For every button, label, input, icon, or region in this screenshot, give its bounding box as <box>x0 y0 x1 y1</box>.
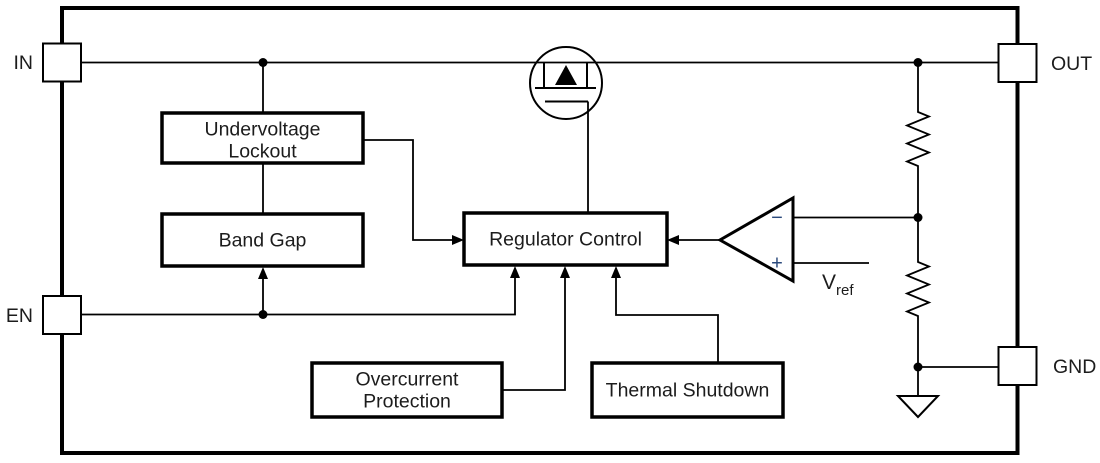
junction-dot <box>258 310 268 319</box>
block-regulator-control: Regulator Control <box>462 211 669 267</box>
band-gap-label: Band Gap <box>219 230 307 252</box>
block-overcurrent-protection: Overcurrent Protection <box>310 361 504 419</box>
block-band-gap: Band Gap <box>160 212 365 268</box>
pin-gnd-pad <box>997 346 1038 386</box>
band-gap-box <box>160 212 365 268</box>
block-undervoltage-lockout: Undervoltage Lockout <box>160 111 365 165</box>
ground-symbol-icon <box>895 395 941 419</box>
pin-en-pad <box>42 295 82 335</box>
pin-en-label: EN <box>6 305 33 327</box>
junction-dot <box>913 213 923 222</box>
pin-in-pad <box>42 42 82 83</box>
vref-symbol: V <box>822 271 836 294</box>
comparator-triangle <box>716 195 795 284</box>
mosfet-terminals <box>535 62 596 103</box>
arrowhead-comparator-to-regctl <box>667 235 679 245</box>
arrowhead-ocp-to-regctl <box>560 266 570 278</box>
undervoltage-lockout-label-line2: Lockout <box>228 141 297 163</box>
comparator-inverting-sign: − <box>771 207 783 229</box>
arrowhead-uvl-to-regctl <box>452 235 464 245</box>
wire-uvl-to-regctl <box>363 139 452 241</box>
undervoltage-lockout-box <box>160 111 365 165</box>
arrowhead-en-to-bandgap <box>258 267 268 279</box>
overcurrent-protection-label-line2: Protection <box>363 391 451 413</box>
pass-transistor-mosfet-icon <box>529 46 603 120</box>
regulator-control-box <box>462 211 669 267</box>
junction-dot <box>258 58 268 67</box>
pin-out-pad <box>997 43 1038 83</box>
resistor-top-icon <box>904 62 932 218</box>
chip-boundary <box>60 6 1020 455</box>
junction-dot <box>913 58 923 67</box>
wire-ocp-to-regctl <box>502 278 566 391</box>
wire-thermal-to-regctl <box>615 278 719 363</box>
arrowhead-thermal-to-regctl <box>611 266 621 278</box>
mosfet-circle <box>529 46 603 120</box>
junction-dot <box>913 362 923 372</box>
thermal-shutdown-box <box>590 361 785 419</box>
comparator-noninverting-sign: + <box>771 253 783 275</box>
regulator-control-label: Regulator Control <box>489 229 642 251</box>
overcurrent-protection-box <box>310 361 504 419</box>
wire-en-line <box>81 278 516 316</box>
block-thermal-shutdown: Thermal Shutdown <box>590 361 785 419</box>
pin-in-label: IN <box>14 52 34 74</box>
resistor-bottom-icon <box>904 217 932 367</box>
pin-out-label: OUT <box>1051 53 1092 75</box>
pin-gnd-label: GND <box>1053 356 1096 378</box>
vref-label: Vref <box>822 271 854 299</box>
undervoltage-lockout-label-line1: Undervoltage <box>205 119 321 141</box>
error-comparator-icon: − + <box>716 195 795 284</box>
mosfet-body-arrow <box>555 65 577 85</box>
overcurrent-protection-label-line1: Overcurrent <box>356 369 460 391</box>
arrowhead-en-to-regctl <box>510 266 520 278</box>
thermal-shutdown-label: Thermal Shutdown <box>606 380 770 402</box>
vref-subscript: ref <box>836 282 854 299</box>
